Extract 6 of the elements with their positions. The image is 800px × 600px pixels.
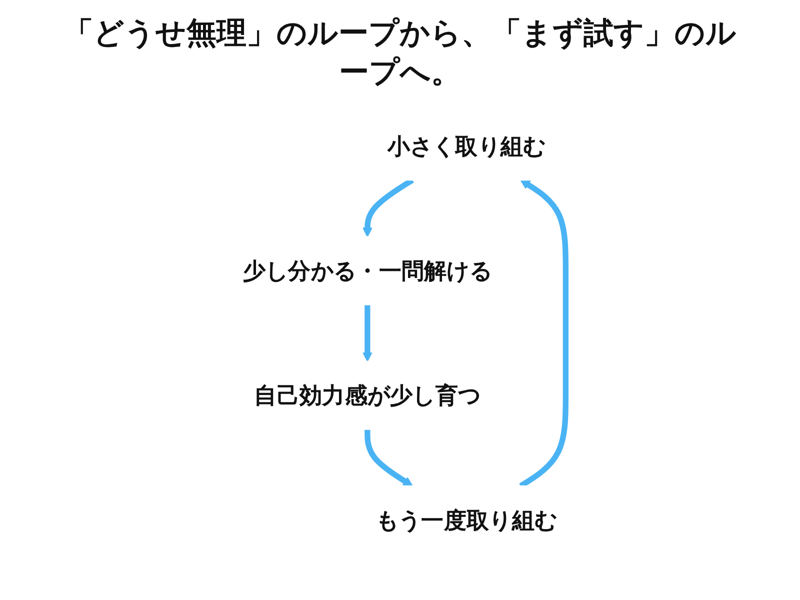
arrow — [362, 304, 372, 362]
node-text: 自己効力感が少し育つ — [254, 382, 481, 409]
node-text: 少し分かる・一問解ける — [242, 257, 492, 284]
title: 「どうせ無理」のループから、「まず試す」のループへ。 — [62, 15, 738, 92]
arrow — [364, 429, 413, 486]
node-text: もう一度取り組む — [376, 506, 558, 534]
